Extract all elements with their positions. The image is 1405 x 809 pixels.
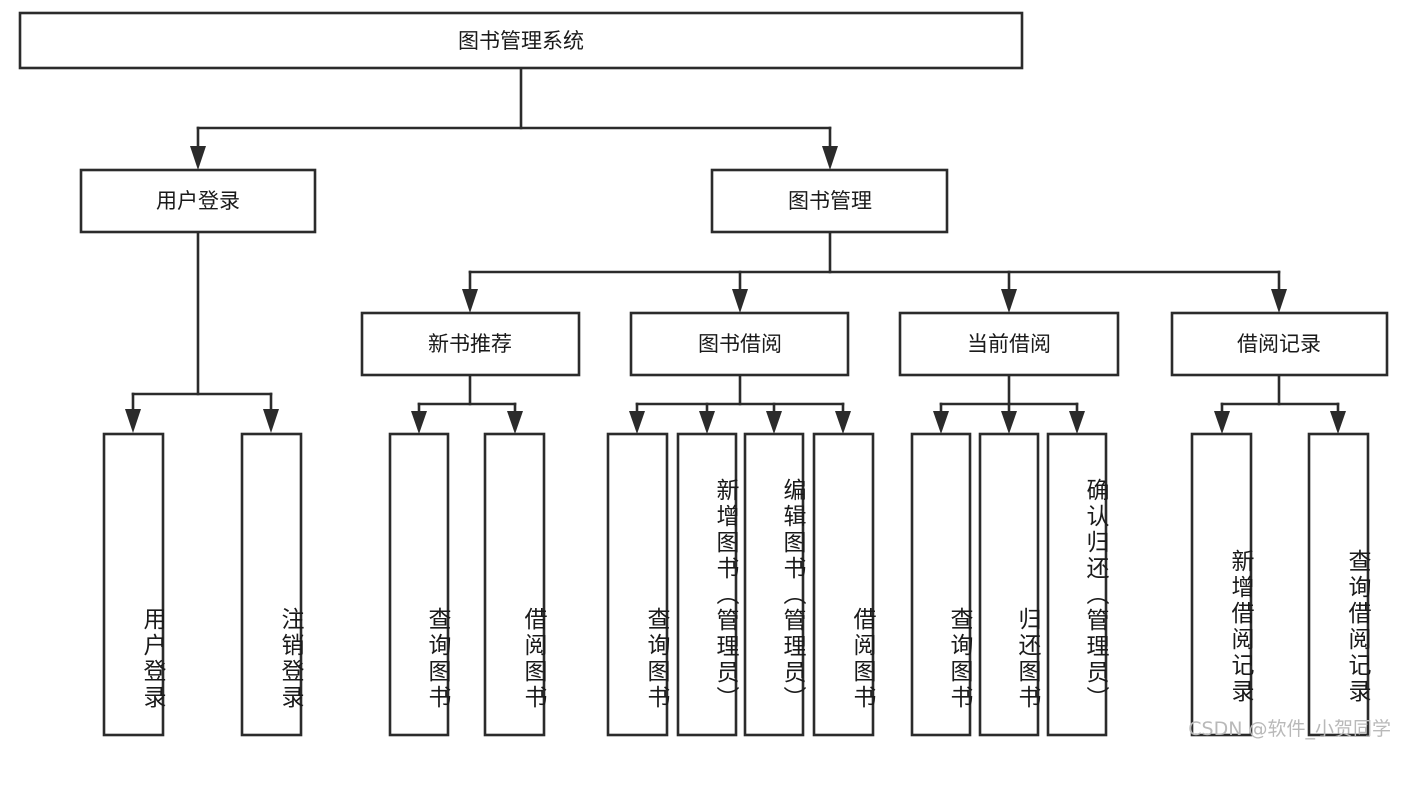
node-user-login[interactable]: 用户登录: [79, 168, 317, 234]
node-user-login-label: 用户登录: [156, 189, 240, 213]
connector-bookmanage-to-level3: [462, 230, 1287, 313]
connector-currentborrow-to-leaves: [933, 373, 1085, 434]
connector-root-to-level2: [190, 66, 838, 170]
node-new-book-recommend-label: 新书推荐: [428, 332, 512, 356]
node-borrow-record[interactable]: 借阅记录: [1170, 311, 1389, 377]
connector-newbook-to-leaves: [411, 373, 523, 434]
leaf-node-user-login[interactable]: [102, 432, 165, 737]
leaf-node-query-record[interactable]: [1307, 432, 1370, 737]
node-root-label: 图书管理系统: [458, 29, 584, 53]
leaf-node-borrow-book-1[interactable]: [483, 432, 546, 737]
leaf-node-add-book[interactable]: [676, 432, 738, 737]
node-borrow-record-label: 借阅记录: [1237, 332, 1321, 356]
connector-userlogin-to-leaves: [125, 230, 279, 433]
leaf-node-confirm-return[interactable]: [1046, 432, 1108, 737]
leaf-node-borrow-book-2[interactable]: [812, 432, 875, 737]
node-current-borrow-label: 当前借阅: [967, 332, 1051, 356]
leaf-node-logout-login[interactable]: [240, 432, 303, 737]
leaf-node-edit-book[interactable]: [743, 432, 805, 737]
connector-borrowrecord-to-leaves: [1214, 373, 1346, 434]
node-book-manage[interactable]: 图书管理: [710, 168, 949, 234]
node-new-book-recommend[interactable]: 新书推荐: [360, 311, 581, 377]
node-root[interactable]: 图书管理系统: [18, 11, 1024, 70]
hierarchy-diagram: 图书管理系统 用户登录 图书管理 新书推荐 图书借阅 当前借阅 借阅记录: [18, 11, 1389, 737]
node-current-borrow[interactable]: 当前借阅: [898, 311, 1120, 377]
leaf-node-query-book-1[interactable]: [388, 432, 450, 737]
leaf-node-query-book-3[interactable]: [910, 432, 972, 737]
node-book-manage-label: 图书管理: [788, 189, 872, 213]
flowchart-canvas: 图书管理系统 用户登录 图书管理 新书推荐 图书借阅 当前借阅 借阅记录: [18, 11, 1391, 740]
leaf-node-return-book[interactable]: [978, 432, 1040, 737]
connector-bookborrow-to-leaves: [629, 373, 851, 434]
csdn-watermark: CSDN @软件_小贺同学: [1188, 718, 1391, 740]
node-book-borrow[interactable]: 图书借阅: [629, 311, 850, 377]
leaf-node-query-book-2[interactable]: [606, 432, 669, 737]
node-book-borrow-label: 图书借阅: [698, 332, 782, 356]
leaf-node-add-record[interactable]: [1190, 432, 1253, 737]
